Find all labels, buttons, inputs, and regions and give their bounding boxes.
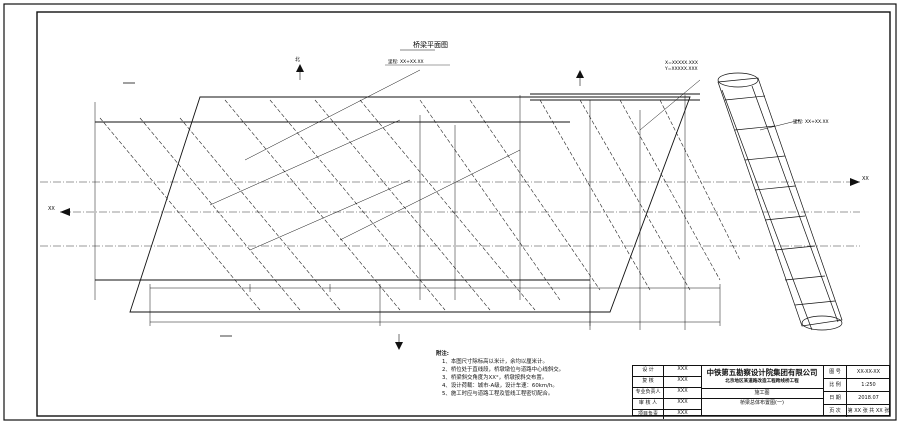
north-arrow: 北: [295, 56, 304, 80]
drawing-name: 桥梁总体布置图(一): [701, 398, 823, 408]
field-row: 页 次 第 XX 张 共 XX 张: [824, 405, 890, 417]
role-row: 项目负责 XXX: [633, 410, 701, 419]
coord-label-y: Y=XXXXX.XXX: [664, 66, 698, 72]
note-item: 2、桥位处于直线段，桥墩墩位与道路中心线斜交。: [442, 367, 565, 373]
field-row: 比 例 1:250: [824, 379, 890, 392]
culvert-pipe: [717, 72, 843, 331]
title-block: 设 计 XXX 复 核 XXX 专业负责人 XXX 审 核 人 XXX 项目负责…: [632, 365, 890, 419]
direction-arrows: [60, 178, 860, 216]
project-name: 北京地区某道路改造工程跨线桥工程: [725, 379, 799, 384]
note-item: 5、施工时应与道路工程及管线工程密切配合。: [442, 391, 554, 397]
company-name: 中铁第五勘察设计院集团有限公司: [706, 368, 818, 377]
svg-text:北: 北: [295, 56, 300, 63]
design-stage: 施工图: [754, 390, 770, 396]
plan-title: 桥梁平面图: [413, 40, 448, 49]
field-row: 日 期 2018.07: [824, 392, 890, 405]
roles-table: 设 计 XXX 复 核 XXX 专业负责人 XXX 审 核 人 XXX 项目负责…: [633, 366, 702, 419]
section-mark-top: [123, 70, 584, 86]
notes-block: 附注: 1、本图尺寸除标高以米计，余均以厘米计。 2、桥位处于直线段，桥墩墩位与…: [436, 350, 626, 398]
road-centerlines: [40, 181, 860, 247]
station-callout-top: 里程: XX+XX.XX: [388, 58, 424, 65]
role-row: 复 核 XXX: [633, 377, 701, 388]
note-item: 1、本图尺寸除标高以米计，余均以厘米计。: [442, 359, 548, 365]
pier-lines: [99, 99, 741, 311]
dimension-ticks: [94, 95, 686, 330]
note-item: 3、桥梁斜交角度为XX°，桥墩按斜交布置。: [442, 375, 548, 381]
east-label: XX: [862, 176, 869, 182]
dimension-chains: [149, 284, 721, 326]
station-callout-right: 里程: XX+XX.XX: [793, 118, 829, 125]
sheet-fields: 图 号 XX-XX-XX 比 例 1:250 日 期 2018.07 页 次 第…: [823, 366, 890, 417]
deck-outline: [95, 93, 700, 313]
project-info: 中铁第五勘察设计院集团有限公司 北京地区某道路改造工程跨线桥工程 施工图 桥梁总…: [701, 366, 823, 415]
notes-title: 附注:: [436, 351, 449, 357]
role-row: 专业负责人 XXX: [633, 388, 701, 399]
role-row: 设 计 XXX: [633, 366, 701, 377]
note-item: 4、设计荷载：城市-A级，设计车速：60km/h。: [442, 383, 558, 389]
field-row: 图 号 XX-XX-XX: [824, 366, 890, 379]
west-label: XX: [48, 206, 55, 212]
role-row: 审 核 人 XXX: [633, 399, 701, 410]
coord-label-x: X=XXXXX.XXX: [665, 60, 698, 66]
leader-lines: [209, 69, 801, 251]
section-mark-bottom: [220, 334, 403, 350]
